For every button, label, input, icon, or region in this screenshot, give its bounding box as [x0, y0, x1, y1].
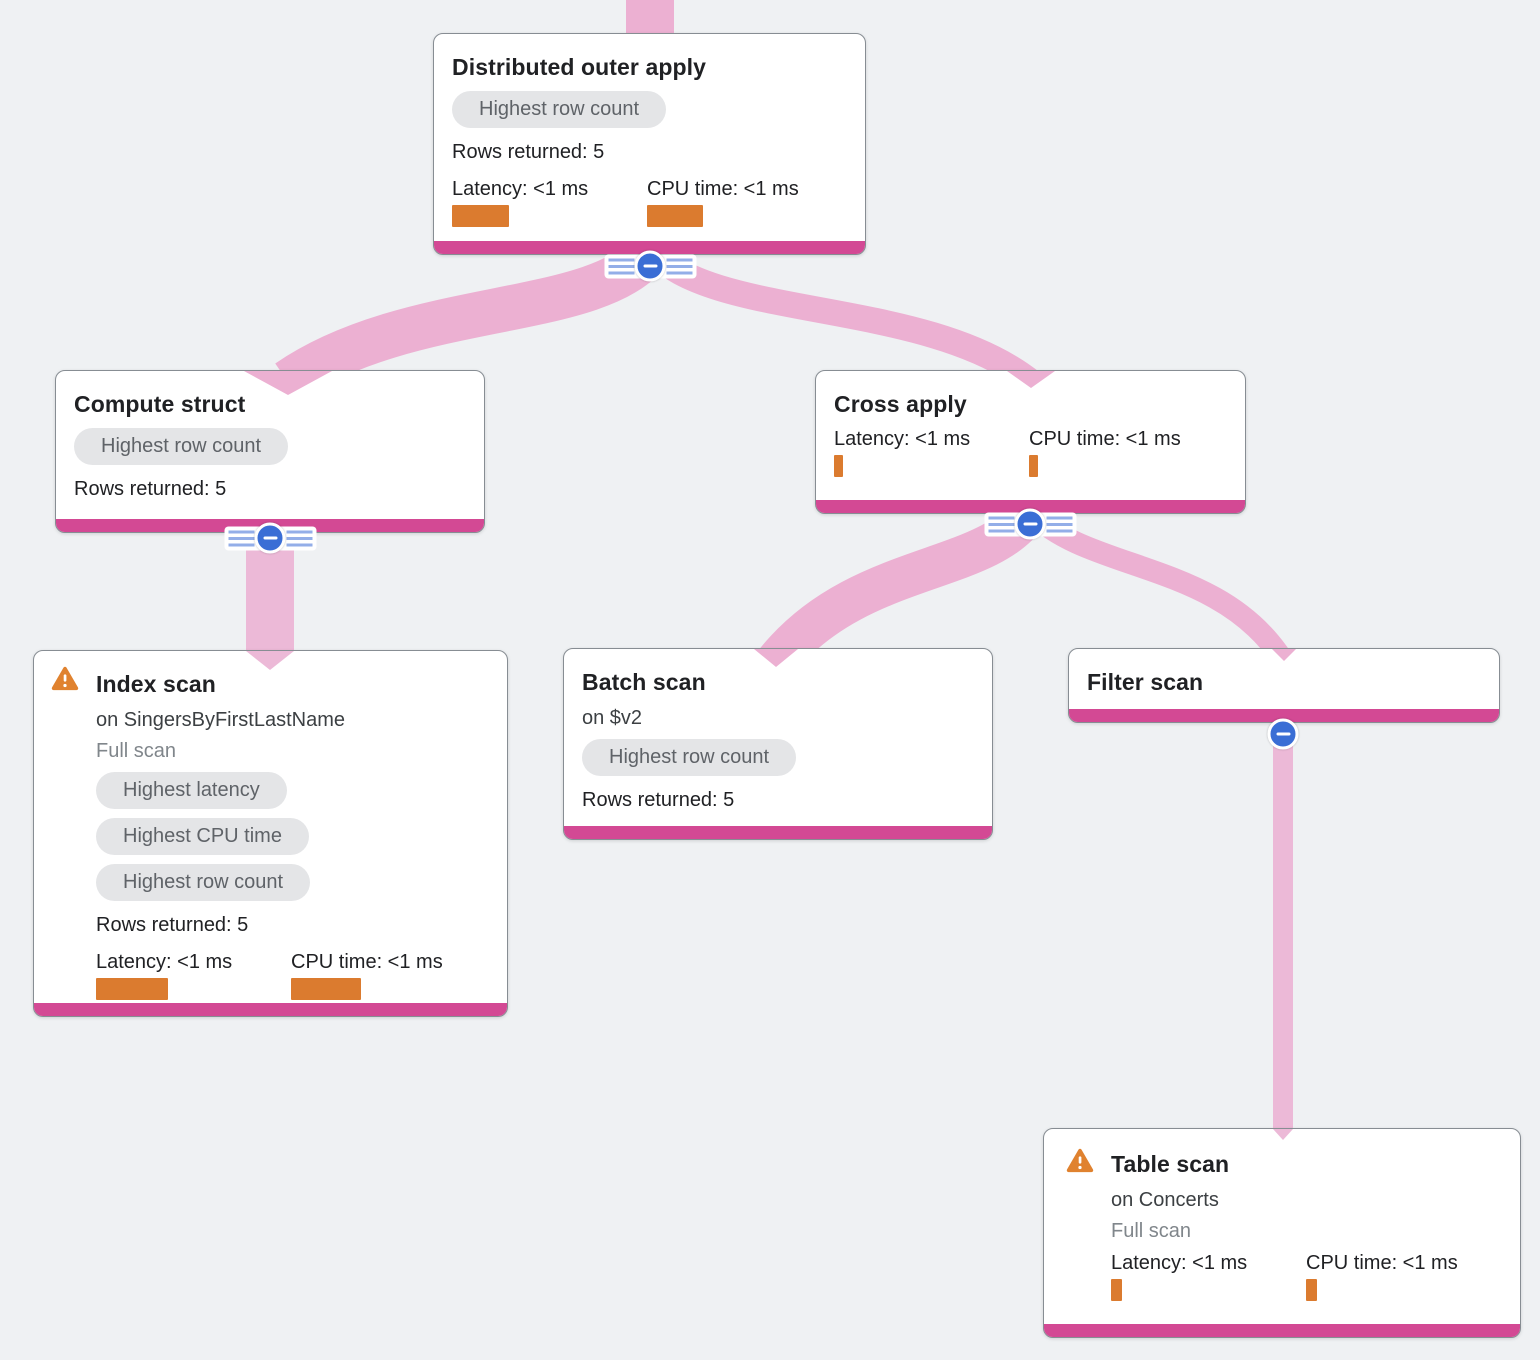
plan-node-cross-apply[interactable]: Cross apply Latency: <1 ms CPU time: <1 … — [815, 370, 1246, 514]
badge-highest-row-count: Highest row count — [452, 91, 667, 128]
minus-icon — [263, 536, 277, 540]
edge-cross-apply-to-batch-scan — [759, 500, 1045, 676]
latency-bar — [96, 978, 168, 1000]
plan-node-filter-scan[interactable]: Filter scan — [1068, 648, 1500, 723]
node-title: Table scan — [1111, 1151, 1230, 1177]
cpu-time-label: CPU time: <1 ms — [1306, 1252, 1458, 1274]
warning-icon — [51, 666, 79, 692]
rows-returned: Rows returned: 5 — [74, 478, 227, 500]
node-accent-bar — [434, 241, 865, 254]
node-title: Batch scan — [582, 669, 706, 695]
node-title: Filter scan — [1087, 669, 1204, 695]
collapse-circle — [634, 250, 666, 282]
rows-returned: Rows returned: 5 — [452, 141, 605, 163]
node-accent-bar — [816, 500, 1245, 513]
badge-highest-row-count: Highest row count — [582, 739, 797, 776]
cpu-time-label: CPU time: <1 ms — [647, 178, 799, 200]
latency-bar — [452, 205, 509, 227]
node-scan-type: Full scan — [96, 740, 177, 762]
node-title: Distributed outer apply — [452, 54, 707, 80]
node-accent-bar — [1044, 1324, 1520, 1337]
collapse-button-distributed-outer-apply[interactable] — [604, 250, 696, 282]
badge-highest-cpu-time: Highest CPU time — [96, 818, 309, 855]
plan-node-table-scan[interactable]: Table scan on Concerts Full scan Latency… — [1043, 1128, 1521, 1338]
minus-icon — [643, 264, 657, 268]
collapse-button-filter-scan[interactable] — [1267, 718, 1299, 750]
node-title: Compute struct — [74, 391, 246, 417]
collapse-circle — [1267, 718, 1299, 750]
rows-returned: Rows returned: 5 — [582, 789, 735, 811]
cpu-time-bar — [291, 978, 361, 1000]
cpu-time-label: CPU time: <1 ms — [1029, 428, 1181, 450]
warning-icon — [1066, 1148, 1094, 1174]
collapse-circle — [1014, 508, 1046, 540]
cpu-time-bar — [1029, 455, 1038, 477]
latency-label: Latency: <1 ms — [96, 951, 233, 973]
node-scan-type: Full scan — [1111, 1220, 1192, 1242]
stripe-left — [988, 516, 1014, 532]
latency-label: Latency: <1 ms — [452, 178, 589, 200]
badge-highest-latency: Highest latency — [96, 772, 287, 809]
node-title: Cross apply — [834, 391, 967, 417]
stripe-right — [286, 530, 312, 546]
badge-highest-row-count: Highest row count — [74, 428, 289, 465]
latency-bar — [1111, 1279, 1122, 1301]
node-accent-bar — [564, 826, 992, 839]
cpu-time-bar — [647, 205, 703, 227]
stripe-left — [608, 258, 634, 274]
cpu-time-label: CPU time: <1 ms — [291, 951, 443, 973]
node-accent-bar — [1069, 709, 1499, 722]
minus-icon — [1276, 732, 1290, 736]
latency-bar — [834, 455, 843, 477]
minus-icon — [1023, 522, 1037, 526]
plan-node-index-scan[interactable]: Index scan on SingersByFirstLastName Ful… — [33, 650, 508, 1017]
node-accent-bar — [34, 1003, 507, 1016]
plan-node-compute-struct[interactable]: Compute struct Highest row count Rows re… — [55, 370, 485, 533]
collapse-button-compute-struct[interactable] — [224, 522, 316, 554]
node-title: Index scan — [96, 671, 216, 697]
node-subtitle: on $v2 — [582, 707, 643, 729]
node-subtitle: on SingersByFirstLastName — [96, 709, 345, 731]
rows-returned: Rows returned: 5 — [96, 914, 249, 936]
node-subtitle: on Concerts — [1111, 1189, 1219, 1211]
stripe-right — [666, 258, 692, 274]
plan-node-distributed-outer-apply[interactable]: Distributed outer apply Highest row coun… — [433, 33, 866, 255]
collapse-button-cross-apply[interactable] — [984, 508, 1076, 540]
edge-distributed-outer-apply-to-compute-struct — [275, 235, 669, 401]
plan-node-batch-scan[interactable]: Batch scan on $v2 Highest row count Rows… — [563, 648, 993, 840]
edge-cross-apply-to-filter-scan — [1025, 505, 1294, 668]
collapse-circle — [254, 522, 286, 554]
badge-highest-row-count: Highest row count — [96, 864, 311, 901]
latency-label: Latency: <1 ms — [1111, 1252, 1248, 1274]
latency-label: Latency: <1 ms — [834, 428, 971, 450]
cpu-time-bar — [1306, 1279, 1317, 1301]
edge-distributed-outer-apply-to-cross-apply — [642, 241, 1040, 393]
stripe-left — [228, 530, 254, 546]
stripe-right — [1046, 516, 1072, 532]
